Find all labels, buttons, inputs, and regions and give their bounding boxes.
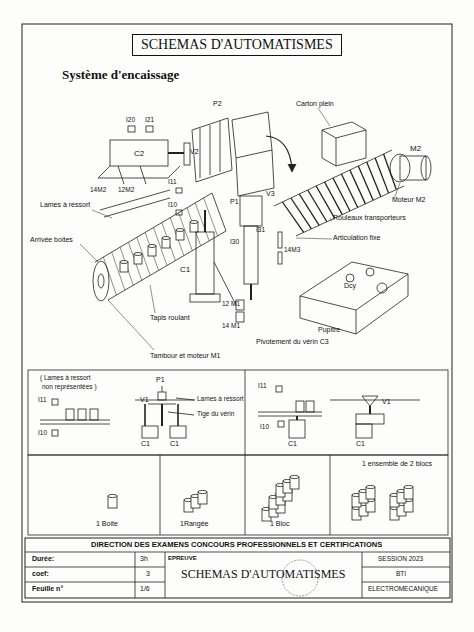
sensor-label: I20 [126,116,135,123]
part-label: C1 [288,440,297,448]
part-label: P1 [156,376,165,384]
button-label: Dcy [344,282,356,290]
sheet-title: SCHEMAS D'AUTOMATISMES [132,34,342,56]
note: non représentées ) [42,383,97,390]
table-cell: 3h [140,555,148,563]
table-cell: BTI [396,570,406,577]
belt-conveyor [93,193,226,301]
part-label: V1 [140,396,149,404]
part-label: C2 [134,150,144,159]
part-label: Arrivée boites [30,236,73,244]
part-label: M2 [410,145,421,154]
part-label: C1 [356,440,365,448]
page-frame [22,24,452,602]
part-label: C1 [141,440,150,448]
table-cell: coef: [32,570,49,578]
cylinder-c1 [190,210,244,322]
part-label: V3 [266,190,275,198]
part-label: Tige du vérin [197,410,234,417]
table-cell: ELECTROMECANIQUE [368,585,438,592]
caption-label: 1Rangée [180,520,208,528]
leader-lines [80,108,400,350]
note: ( Lames à ressort [40,374,91,381]
table-cell: SESSION 2023 [378,555,423,562]
part-label: Moteur M2 [392,196,425,204]
sensor-label: I10 [38,429,47,436]
part-label: P1 [230,198,239,206]
part-label: C1 [170,440,179,448]
part-label: Pupitre [318,326,340,334]
part-label: Lames à ressort [197,395,244,402]
coil-label: 14M3 [284,246,300,253]
caption-label: 1 ensemble de 2 blocs [362,460,434,468]
sensor-label: I11 [258,382,267,389]
coil-label: 14M2 [90,186,106,193]
part-label: Articulation fixe [333,234,380,242]
title-block [25,538,450,598]
table-cell: 1/6 [140,585,150,593]
sensor-label: I30 [230,238,239,245]
table-cell: Feuille n° [32,585,63,593]
guide-cage [100,118,232,217]
coil-label: 12 M1 [222,300,240,307]
caption-label: 1 Bloc [270,520,289,528]
roller-conveyor [274,150,431,236]
sensor-label: I21 [145,116,154,123]
part-label: V2 [190,148,199,156]
sensor-label: I10 [260,423,269,430]
caption-label: 1 Boite [96,520,118,528]
carton-station [232,112,296,300]
sensor-label: I10 [168,201,177,208]
part-label: Pivotement du vérin C3 [256,338,329,346]
sensor-label: I31 [256,226,265,233]
part-label: V1 [382,398,391,406]
table-cell: EPREUVE [168,555,197,562]
full-carton [322,122,366,166]
part-label: Tambour et moteur M1 [150,352,220,360]
part-label: C1 [180,266,190,275]
coil-label: 14 M1 [222,322,240,329]
table-cell: Durée: [32,555,54,563]
coil-label: 12M2 [118,186,134,193]
sequence-panels [28,370,448,535]
control-desk [300,262,408,334]
part-label: Lames à ressort [40,201,90,209]
table-cell: SCHEMAS D'AUTOMATISMES [181,568,345,581]
cylinder-c2 [98,126,190,184]
section-heading: Système d'encaissage [62,68,179,82]
part-label: P2 [213,100,222,108]
sensor-label: I11 [168,178,177,185]
part-label: Tapis roulant [150,314,190,322]
part-label: Rouleaux transporteurs [333,214,406,222]
table-cell: 3 [146,570,150,578]
part-label: Carton plein [296,100,334,108]
sensor-label: I11 [38,396,47,403]
table-cell: DIRECTION DES EXAMENS CONCOURS PROFESSIO… [91,541,382,549]
